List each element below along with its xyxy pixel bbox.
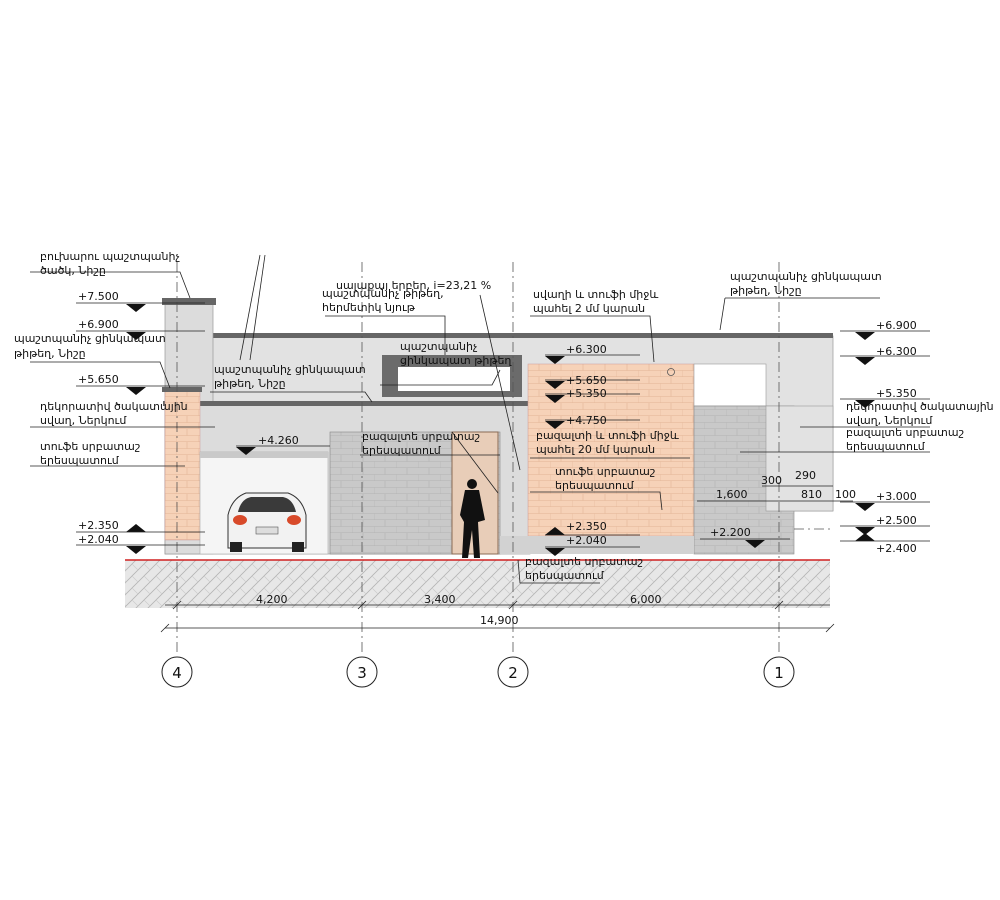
ground <box>125 559 830 608</box>
annotation-text: երեսպատում <box>525 569 605 582</box>
elevation-marks <box>76 302 930 556</box>
axis-label: 3 <box>357 664 367 682</box>
dimension-label: 300 <box>761 474 782 487</box>
annotation-text: թիթեղ, Նիշը <box>214 377 286 390</box>
small-dimension-labels: 300 290 1,600 810 100 <box>716 469 856 501</box>
dimension-label: 100 <box>835 488 856 501</box>
elevation-labels-right: +6.900 +6.300 +5.350 +3.000 +2.500 +2.40… <box>876 319 917 555</box>
axis-label: 4 <box>172 664 182 682</box>
annotation-text: սալաքայ երբեր, i=23,21 % <box>336 279 491 292</box>
elevation-label: +2.400 <box>876 542 917 555</box>
annotation-text: պաշտպանիչ ցինկապատ <box>214 363 366 376</box>
elevation-label: +6.900 <box>78 318 119 331</box>
annotation-text: պաշտպանիչ թիթեղ, <box>322 287 444 300</box>
span-dimension: 4,200 <box>256 593 288 606</box>
dimension-label: 1,600 <box>716 488 748 501</box>
annotation-text: տուֆե սրբատաշ <box>555 465 655 478</box>
elevation-labels-center: +6.300 +5.650 +5.350 +4.750 +2.350 +2.04… <box>566 343 607 547</box>
axis-label: 1 <box>774 664 784 682</box>
annotation-text: բազալտե սրբատաշ <box>846 426 964 439</box>
elevation-label: +5.350 <box>876 387 917 400</box>
annotation-text: բազալտե սրբատաշ <box>525 555 643 568</box>
tuff-column-left-cap <box>162 387 202 392</box>
elevation-label: +2.350 <box>78 519 119 532</box>
annotation-text: պաշտպանիչ <box>400 340 478 353</box>
elevation-label: +5.650 <box>78 373 119 386</box>
axis-label: 2 <box>508 664 518 682</box>
annotation-text: բազալտի և տուֆի միջև <box>536 429 679 442</box>
total-dimension: 14,900 <box>480 614 519 627</box>
building <box>162 298 834 558</box>
roof-skylight-glass <box>398 367 510 391</box>
annotation-text: հերմետիկ նյութ <box>322 301 416 314</box>
main-roof-slab <box>205 333 833 338</box>
annotation-text: տուֆե սրբատաշ <box>40 440 140 453</box>
annotation-text: դեկորատիվ ծակատային <box>846 400 994 413</box>
elevation-label: +4.260 <box>258 434 299 447</box>
elevation-label: +5.650 <box>566 374 607 387</box>
annotation-text: բազալտե սրբատաշ <box>362 430 480 443</box>
carport-beam <box>200 452 328 458</box>
annotations: բուխարու պաշտպանիչ ծածկ, Նիշը պաշտպանիչ … <box>14 250 994 582</box>
elevation-label: +2.040 <box>566 534 607 547</box>
annotation-text: բուխարու պաշտպանիչ <box>40 250 180 263</box>
elevation-label: +3.000 <box>876 490 917 503</box>
annotation-text: դեկորատիվ ծակատային <box>40 400 188 413</box>
annotation-text: սվաղի և տուֆի միջև <box>533 288 658 301</box>
elevation-label: +6.300 <box>566 343 607 356</box>
annotation-text: պաշտպանիչ ցինկապատ <box>14 332 166 345</box>
right-overhang <box>765 405 834 512</box>
elevation-label: +2.500 <box>876 514 917 527</box>
annotation-text: երեսպատում <box>555 479 635 492</box>
window-opening-right <box>693 363 767 407</box>
elevation-labels-left: +7.500 +6.900 +5.650 +2.350 +2.040 <box>78 290 119 546</box>
span-dimension: 6,000 <box>630 593 662 606</box>
chimney-cap <box>162 298 216 305</box>
elevation-label: +6.300 <box>876 345 917 358</box>
annotation-text: երեսպատում <box>362 444 442 457</box>
left-volume-roof <box>163 401 530 406</box>
annotation-text: պաշտպանիչ ցինկապատ <box>730 270 882 283</box>
dimension-values: 4,200 3,400 6,000 14,900 <box>256 593 662 627</box>
annotation-text: պահել 2 մմ կարան <box>533 302 645 315</box>
car-illustration <box>227 492 307 552</box>
annotation-text: թիթեղ, Նիշը <box>730 284 802 297</box>
elevation-label: +4.750 <box>566 414 607 427</box>
axis-markers: 4 3 2 1 <box>161 656 795 688</box>
elevation-label: +2.200 <box>710 526 751 539</box>
elevation-labels-misc: +4.260 +2.200 <box>258 434 751 539</box>
annotation-text: պահել 20 մմ կարան <box>536 443 655 456</box>
annotation-text: ծածկ, Նիշը <box>40 264 106 277</box>
annotation-text: ցինկապատ թիթեղ <box>400 354 512 367</box>
elevation-label: +2.040 <box>78 533 119 546</box>
elevation-label: +7.500 <box>78 290 119 303</box>
tuff-wall-center <box>527 363 695 537</box>
span-dimension: 3,400 <box>424 593 456 606</box>
dimension-label: 810 <box>801 488 822 501</box>
annotation-text: թիթեղ, Նիշը <box>14 347 86 360</box>
elevation-label: +5.350 <box>566 387 607 400</box>
annotation-text: երեսպատում <box>40 454 120 467</box>
annotation-text: սվաղ, Ներկում <box>846 414 933 427</box>
elevation-label: +6.900 <box>876 319 917 332</box>
annotation-text: սվաղ, Ներկում <box>40 414 127 427</box>
elevation-label: +2.350 <box>566 520 607 533</box>
annotation-text: երեսպատում <box>846 440 926 453</box>
leader-lines <box>30 254 930 584</box>
person-silhouette <box>460 479 485 558</box>
dimension-lines <box>160 600 835 633</box>
axis-grid-lines <box>176 262 780 655</box>
dimension-label: 290 <box>795 469 816 482</box>
ground-fill <box>125 560 830 608</box>
